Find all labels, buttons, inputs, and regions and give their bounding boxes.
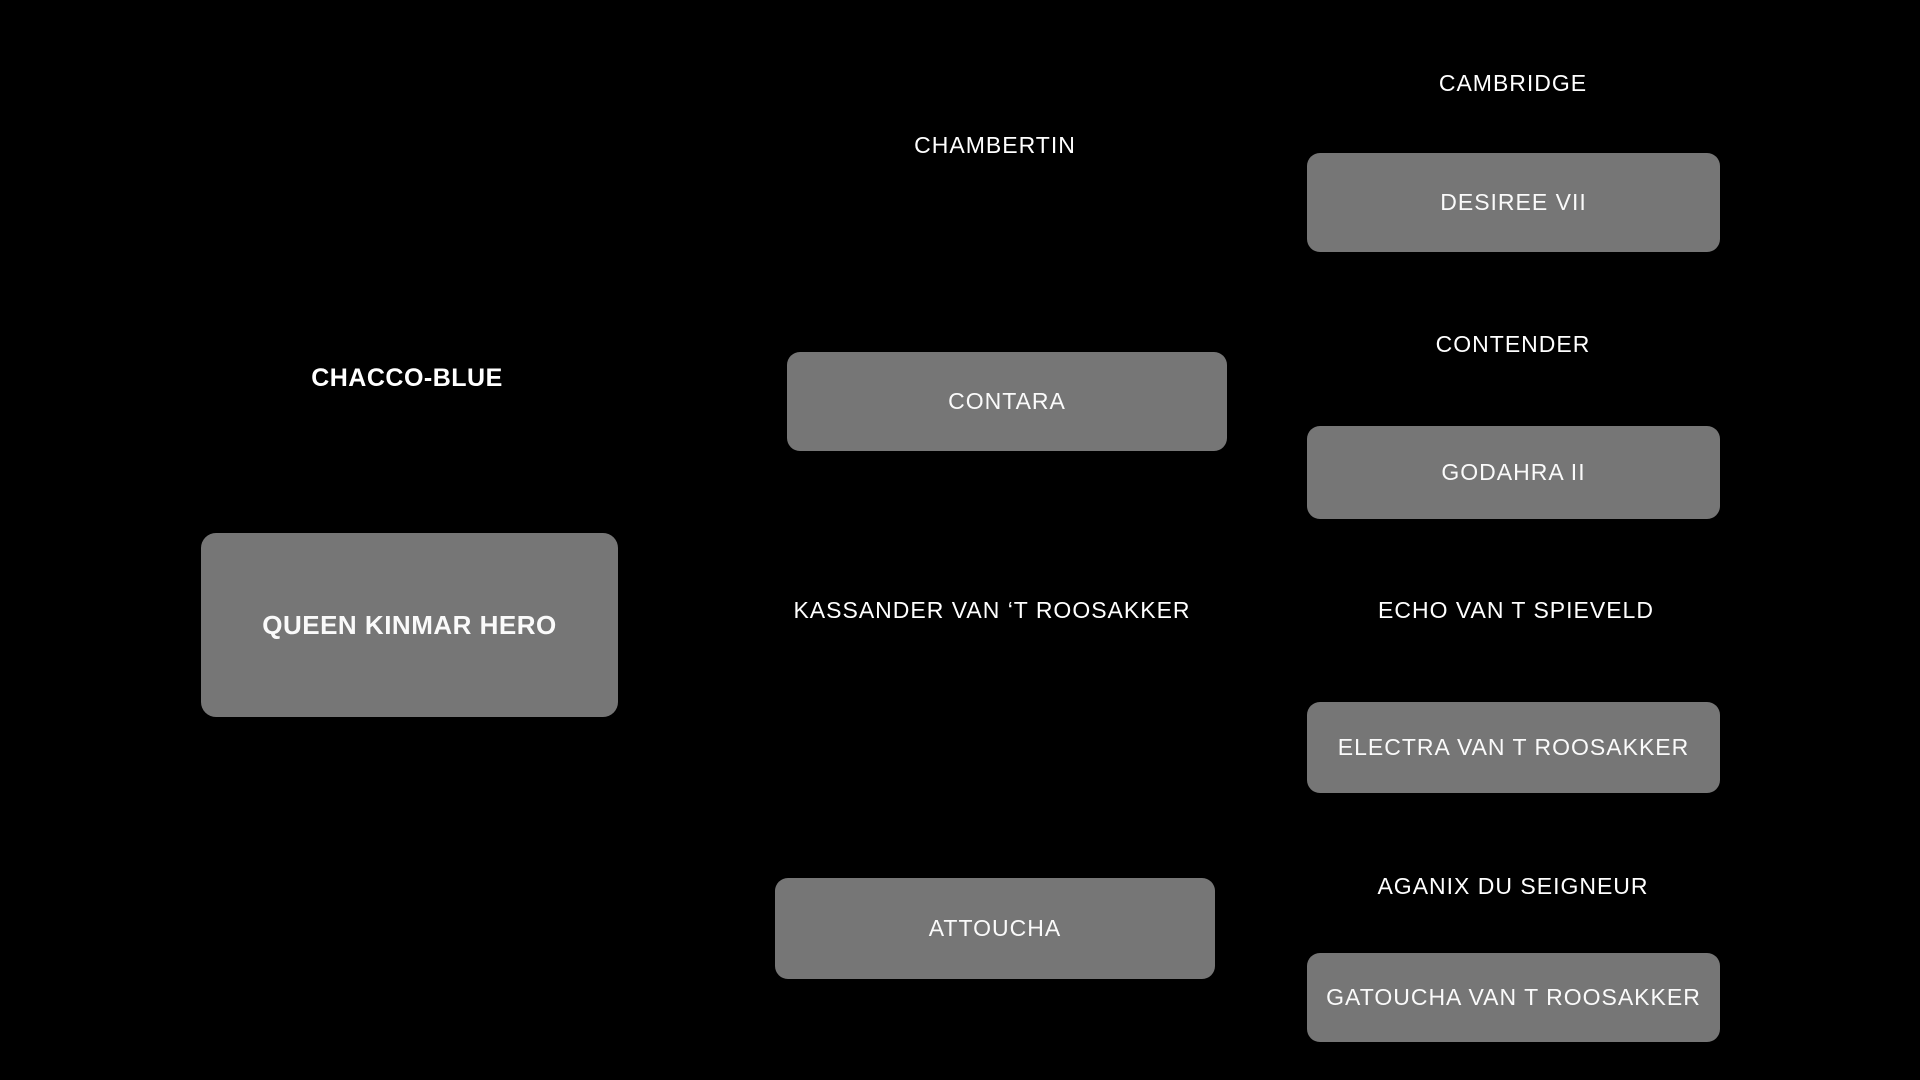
pedigree-box-attoucha[interactable]: ATTOUCHA [775, 878, 1215, 979]
pedigree-label-kassander-van-t-roosakker: KASSANDER VAN ‘T ROOSAKKER [793, 597, 1191, 623]
pedigree-box-gatoucha-van-t-roosakker[interactable]: GATOUCHA VAN T ROOSAKKER [1307, 953, 1720, 1042]
pedigree-box-godahra-ii[interactable]: GODAHRA II [1307, 426, 1720, 519]
pedigree-label-aganix-du-seigneur: AGANIX DU SEIGNEUR [1377, 873, 1649, 899]
pedigree-label-contender: CONTENDER [1435, 331, 1591, 357]
pedigree-label-chacco-blue: CHACCO-BLUE [311, 364, 503, 392]
pedigree-box-electra-van-t-roosakker[interactable]: ELECTRA VAN T ROOSAKKER [1307, 702, 1720, 793]
pedigree-box-queen-kinmar-hero[interactable]: QUEEN KINMAR HERO [201, 533, 618, 717]
pedigree-label-chambertin: CHAMBERTIN [914, 132, 1076, 158]
pedigree-box-contara[interactable]: CONTARA [787, 352, 1227, 451]
pedigree-label-cambridge: CAMBRIDGE [1438, 70, 1588, 96]
pedigree-box-desiree-vii[interactable]: DESIREE VII [1307, 153, 1720, 252]
pedigree-label-echo-van-t-spieveld: ECHO VAN T SPIEVELD [1378, 597, 1654, 623]
